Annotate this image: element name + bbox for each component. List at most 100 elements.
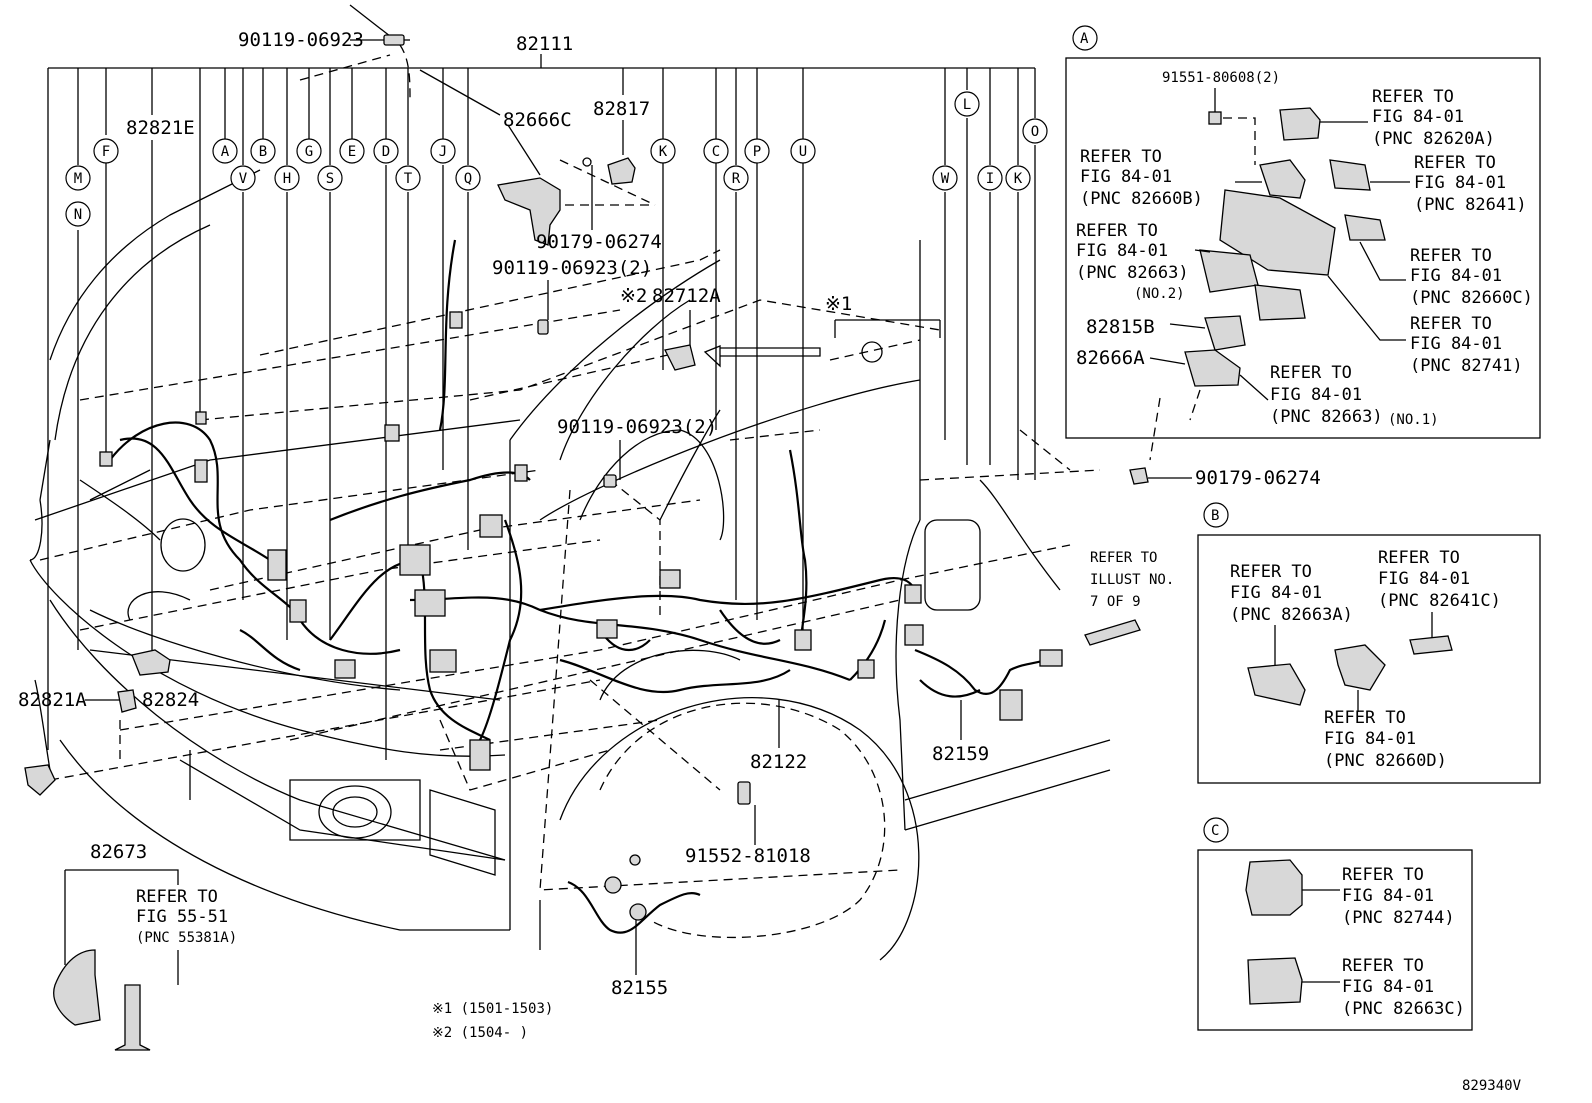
refer-illust-line1: REFER TO xyxy=(1090,550,1157,566)
bolt-90119-06923-mid xyxy=(537,319,617,488)
connector-letter: I xyxy=(986,171,994,187)
box-a-r7-l4: (NO.1) xyxy=(1388,412,1439,428)
box-a-r3-l1: REFER TO xyxy=(1414,153,1496,173)
clip-82821A xyxy=(24,764,56,796)
connector-letter: U xyxy=(799,144,807,160)
connector-bubble xyxy=(93,138,119,164)
connector-letter: J xyxy=(439,144,447,160)
connector-bubble xyxy=(250,138,276,164)
box-a-r2-l1: REFER TO xyxy=(1080,147,1162,167)
connector-letter: B xyxy=(259,144,267,160)
label-82712A: 82712A xyxy=(652,285,721,307)
connector-letter: F xyxy=(102,144,110,160)
harness-82155 xyxy=(567,854,701,934)
connector-bubble xyxy=(230,165,256,191)
vehicle-body-outline xyxy=(29,169,1111,961)
connector-bubble xyxy=(296,138,322,164)
connector-bubble xyxy=(703,138,729,164)
connector-letter: L xyxy=(963,97,971,113)
label-82824: 82824 xyxy=(142,689,199,711)
connector-bubble xyxy=(317,165,343,191)
engine-room-harness-82111 xyxy=(99,239,922,771)
connector-letter: C xyxy=(712,144,720,160)
box-c-r1-l3: (PNC 82744) xyxy=(1342,908,1455,928)
box-b-r2-l1: REFER TO xyxy=(1378,548,1460,568)
box-a-r3-l2: FIG 84-01 xyxy=(1414,173,1506,193)
clip-82824 xyxy=(117,689,137,713)
connector-bubble xyxy=(373,138,399,164)
refer-fig-55-51-line3: (PNC 55381A) xyxy=(136,930,237,946)
label-91551-80608: 91551-80608(2) xyxy=(1162,70,1280,86)
label-90179-06274-b: 90179-06274 xyxy=(1195,467,1321,489)
connector-letter: A xyxy=(221,144,230,160)
connector-bubble xyxy=(723,165,749,191)
refer-illust-line3: 7 OF 9 xyxy=(1090,594,1141,610)
box-a-r6-l1: REFER TO xyxy=(1410,314,1492,334)
connector-bubble xyxy=(339,138,365,164)
box-a-r3-l3: (PNC 82641) xyxy=(1414,195,1527,215)
connector-letter: W xyxy=(941,171,950,187)
box-a-r1-l3: (PNC 82620A) xyxy=(1372,129,1495,149)
box-b-r1-l1: REFER TO xyxy=(1230,562,1312,582)
box-b-r3-l2: FIG 84-01 xyxy=(1324,729,1416,749)
box-a-r6-l2: FIG 84-01 xyxy=(1410,334,1502,354)
box-a-r6-l3: (PNC 82741) xyxy=(1410,356,1523,376)
bolt-91552-81018 xyxy=(737,781,751,805)
label-90119-06923-top: 90119-06923 xyxy=(238,29,364,51)
connector-bubble xyxy=(954,91,980,117)
connector-bubble xyxy=(932,165,958,191)
label-82821A: 82821A xyxy=(18,689,87,711)
box-c-r1-l1: REFER TO xyxy=(1342,865,1424,885)
box-b-r3-l1: REFER TO xyxy=(1324,708,1406,728)
connector-letter: K xyxy=(1014,171,1023,187)
relay-82817 xyxy=(582,157,636,185)
box-a-r5-l2: FIG 84-01 xyxy=(1410,266,1502,286)
box-b-r2-l3: (PNC 82641C) xyxy=(1378,591,1501,611)
label-82159: 82159 xyxy=(932,743,989,765)
label-90179-06274-a: 90179-06274 xyxy=(536,231,662,253)
label-82817: 82817 xyxy=(593,98,650,120)
footnote-1: ※1 (1501-1503) xyxy=(432,1001,553,1017)
clip-82821E xyxy=(131,649,171,676)
label-82111: 82111 xyxy=(516,33,573,55)
label-82673: 82673 xyxy=(90,841,147,863)
label-82155: 82155 xyxy=(611,977,668,999)
box-b-label: B xyxy=(1211,508,1219,524)
connector-bubble xyxy=(212,138,238,164)
box-a-r7-l2: FIG 84-01 xyxy=(1270,385,1362,405)
clip-82712A xyxy=(664,341,883,371)
part-labels: 90119-06923 82111 82821E 82666C 82817 90… xyxy=(18,29,1321,999)
refer-illust-line2: ILLUST NO. xyxy=(1090,572,1174,588)
connector-letter: O xyxy=(1031,124,1039,140)
connector-letter: G xyxy=(305,144,313,160)
box-b-r2-l2: FIG 84-01 xyxy=(1378,569,1470,589)
connector-letter: R xyxy=(732,171,741,187)
connector-bubble xyxy=(1022,118,1048,144)
label-82122: 82122 xyxy=(750,751,807,773)
leader-lines xyxy=(47,4,1036,975)
connector-letter: Q xyxy=(464,171,472,187)
box-c-r2-l3: (PNC 82663C) xyxy=(1342,999,1465,1019)
connector-letter: K xyxy=(659,144,668,160)
connector-letter: N xyxy=(74,207,82,223)
refer-fig-55-51: REFER TO FIG 55-51 (PNC 55381A) xyxy=(64,869,237,985)
box-c-label: C xyxy=(1211,823,1219,839)
connector-letter: E xyxy=(348,144,356,160)
detail-box-a: A 91551-80608(2) 82815B 82666A REFER TO … xyxy=(1065,25,1541,461)
refer-fig-55-51-line1: REFER TO xyxy=(136,887,218,907)
refer-fig-55-51-line2: FIG 55-51 xyxy=(136,907,228,927)
box-a-r4-l3: (PNC 82663) xyxy=(1076,263,1189,283)
illustration-id: 829340V xyxy=(1462,1078,1522,1094)
clip-90179-06274-b xyxy=(1129,467,1149,485)
footnote-2: ※2 (1504- ) xyxy=(432,1025,528,1041)
label-82666C: 82666C xyxy=(503,109,572,131)
label-90119-06923-2b: 90119-06923(2) xyxy=(557,416,717,438)
connector-bubble xyxy=(744,138,770,164)
box-b-r1-l2: FIG 84-01 xyxy=(1230,583,1322,603)
connector-letter: V xyxy=(239,171,248,187)
label-82666A: 82666A xyxy=(1076,347,1145,369)
connector-bubble xyxy=(65,201,91,227)
connector-letter: M xyxy=(74,171,82,187)
